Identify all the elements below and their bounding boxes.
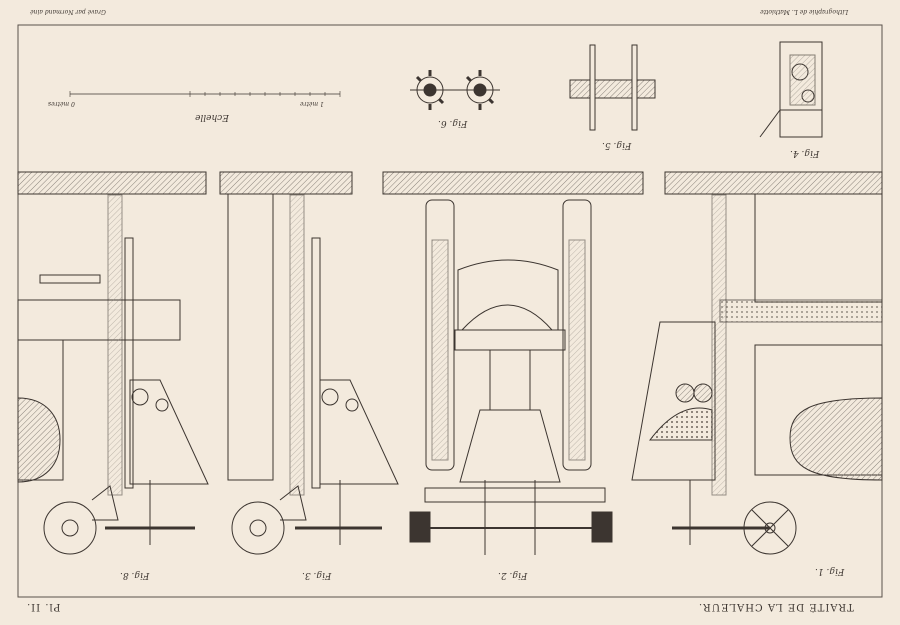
fig4-mechanism-detail bbox=[759, 41, 823, 138]
fig5-label: Fig. 5. bbox=[602, 140, 632, 150]
scale-bar bbox=[69, 91, 341, 97]
fig1-section bbox=[631, 171, 883, 555]
plate-number: Pl. II. bbox=[26, 601, 61, 612]
lithographer-credit: Lithographie de L. Mathiotte bbox=[760, 8, 849, 15]
plate-title: TRAITÉ DE LA CHALEUR. bbox=[698, 601, 854, 612]
fig6-label: Fig. 6. bbox=[438, 118, 468, 128]
engraver-credit: Gravé par Normand ainé bbox=[30, 8, 106, 15]
fig8-elevation bbox=[17, 171, 209, 555]
fig5-gear-section bbox=[569, 44, 656, 131]
fig2-front-elevation bbox=[382, 171, 644, 555]
fig3-label: Fig. 3. bbox=[302, 570, 332, 580]
fig4-label: Fig. 4. bbox=[790, 148, 820, 158]
scale-unit-left: 0 mètres bbox=[48, 100, 75, 107]
scale-unit-right: 1 mètre bbox=[300, 100, 324, 107]
fig8-label: Fig. 8. bbox=[120, 570, 150, 580]
fig2-label: Fig. 2. bbox=[498, 570, 528, 580]
fig1-label: Fig. 1. bbox=[815, 566, 845, 576]
fig6-wheels bbox=[410, 70, 500, 110]
fig3-elevation bbox=[219, 171, 399, 555]
scale-title: Echelle bbox=[195, 112, 229, 122]
